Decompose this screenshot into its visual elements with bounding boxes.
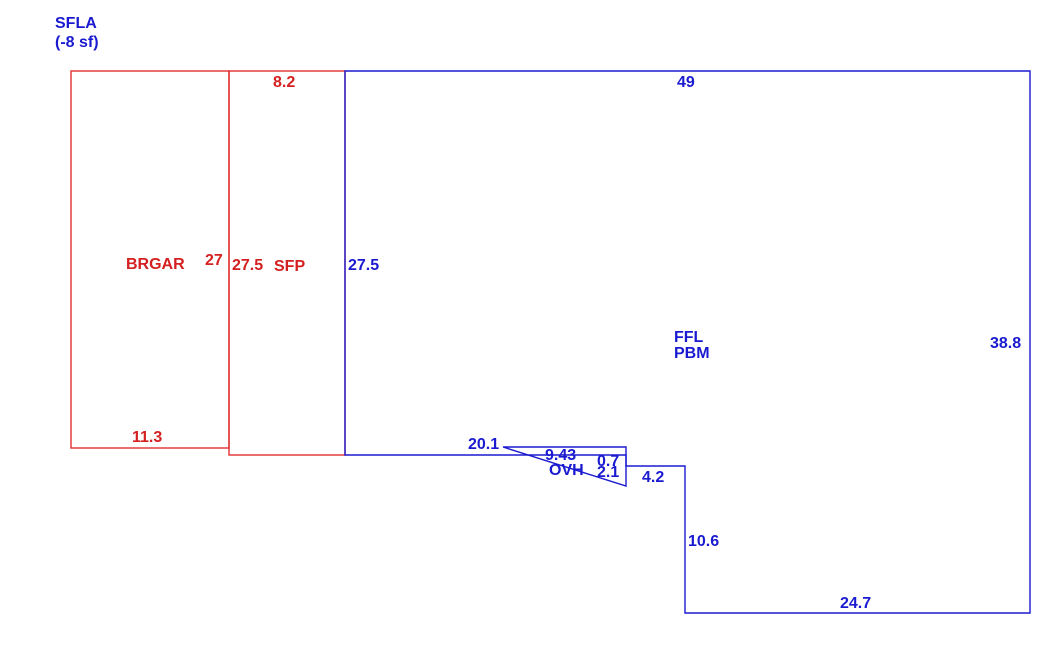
main-dimension-base: 20.1 (468, 436, 499, 453)
main-dimension-notch-v: 10.6 (688, 533, 719, 550)
main-dimension-bottom: 24.7 (840, 595, 871, 612)
ovh-dimension-side: 0.7 (597, 453, 619, 470)
ovh-label: OVH (549, 462, 584, 479)
ovh-dimension-top: 9.43 (545, 447, 576, 464)
sfp-dimension-side: 27.5 (232, 257, 263, 274)
main-dimension-right: 38.8 (990, 335, 1021, 352)
main-area-outline (344, 70, 1031, 614)
brgar-dimension-side: 27 (205, 252, 223, 269)
main-dimension-left: 27.5 (348, 257, 379, 274)
brgar-dimension-bottom: 11.3 (132, 429, 162, 446)
main-label-ffl: FFL (674, 329, 704, 346)
sfp-dimension-top: 8.2 (273, 74, 295, 91)
sfp-label: SFP (274, 258, 305, 275)
sfla-title: SFLA (55, 15, 97, 32)
brgar-label: BRGAR (126, 256, 185, 273)
sfla-subtitle: (-8 sf) (55, 34, 99, 51)
main-dimension-top: 49 (677, 74, 695, 91)
ovh-dimension-hyp: 2.1 (597, 464, 619, 481)
ovh-outline (502, 446, 627, 487)
main-dimension-notch-h: 4.2 (642, 469, 664, 486)
main-label-pbm: PBM (674, 345, 710, 362)
